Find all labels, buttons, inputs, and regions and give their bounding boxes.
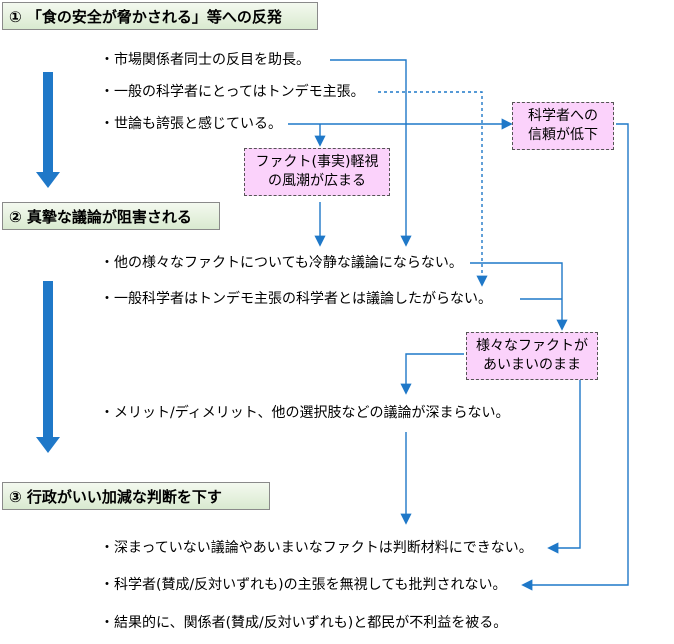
- arrow-scientist-dashed: [378, 91, 488, 287]
- line-other-facts: ・他の様々なファクトについても冷静な議論にならない。: [100, 255, 463, 271]
- box-fact-neglect: ファクト(事実)軽視 の風潮が広まる: [244, 148, 390, 196]
- arrow-trust-to-ignore: [521, 123, 629, 591]
- line-opinion: ・世論も誇張と感じている。: [100, 116, 282, 132]
- box-ambiguous-line2: あいまいのまま: [483, 357, 581, 373]
- section-header-1: ① 「食の安全が脅かされる」等への反発: [2, 2, 318, 30]
- arrow-market-to-discussion: [330, 59, 412, 247]
- line-merit: ・メリット/ディメリット、他の選択肢などの議論が深まらない。: [100, 405, 510, 421]
- box-trust-decline: 科学者への 信頼が低下: [512, 102, 614, 150]
- stage-arrow-1: [36, 72, 60, 188]
- stage-arrow-2: [36, 281, 60, 453]
- box-fact-line1: ファクト(事実)軽視: [255, 154, 379, 170]
- line-scientist: ・一般の科学者にとってはトンデモ主張。: [100, 84, 365, 100]
- arrow-ambiguous-to-merit: [400, 353, 464, 395]
- arrow-ambiguous-to-judgement: [547, 378, 581, 554]
- line-ignore: ・科学者(賛成/反対いずれも)の主張を無視しても批判されない。: [100, 577, 507, 593]
- box-trust-line2: 信頼が低下: [528, 127, 598, 143]
- section-header-2: ② 真摯な議論が阻害される: [2, 202, 220, 230]
- arrow-discussion-to-ambiguous: [470, 262, 568, 331]
- box-trust-line1: 科学者への: [528, 108, 598, 124]
- box-ambiguous-facts: 様々なファクトが あいまいのまま: [466, 332, 598, 380]
- line-general-scientists: ・一般科学者はトンデモ主張の科学者とは議論したがらない。: [100, 291, 492, 307]
- section-header-3: ③ 行政がいい加減な判断を下す: [2, 482, 270, 510]
- line-market: ・市場関係者同士の反目を助長。: [100, 52, 310, 68]
- line-result: ・結果的に、関係者(賛成/反対いずれも)と都民が不利益を被る。: [100, 615, 508, 631]
- box-ambiguous-line1: 様々なファクトが: [476, 338, 588, 354]
- box-fact-line2: の風潮が広まる: [268, 173, 366, 189]
- line-judgement: ・深まっていない議論やあいまいなファクトは判断材料にできない。: [100, 540, 533, 556]
